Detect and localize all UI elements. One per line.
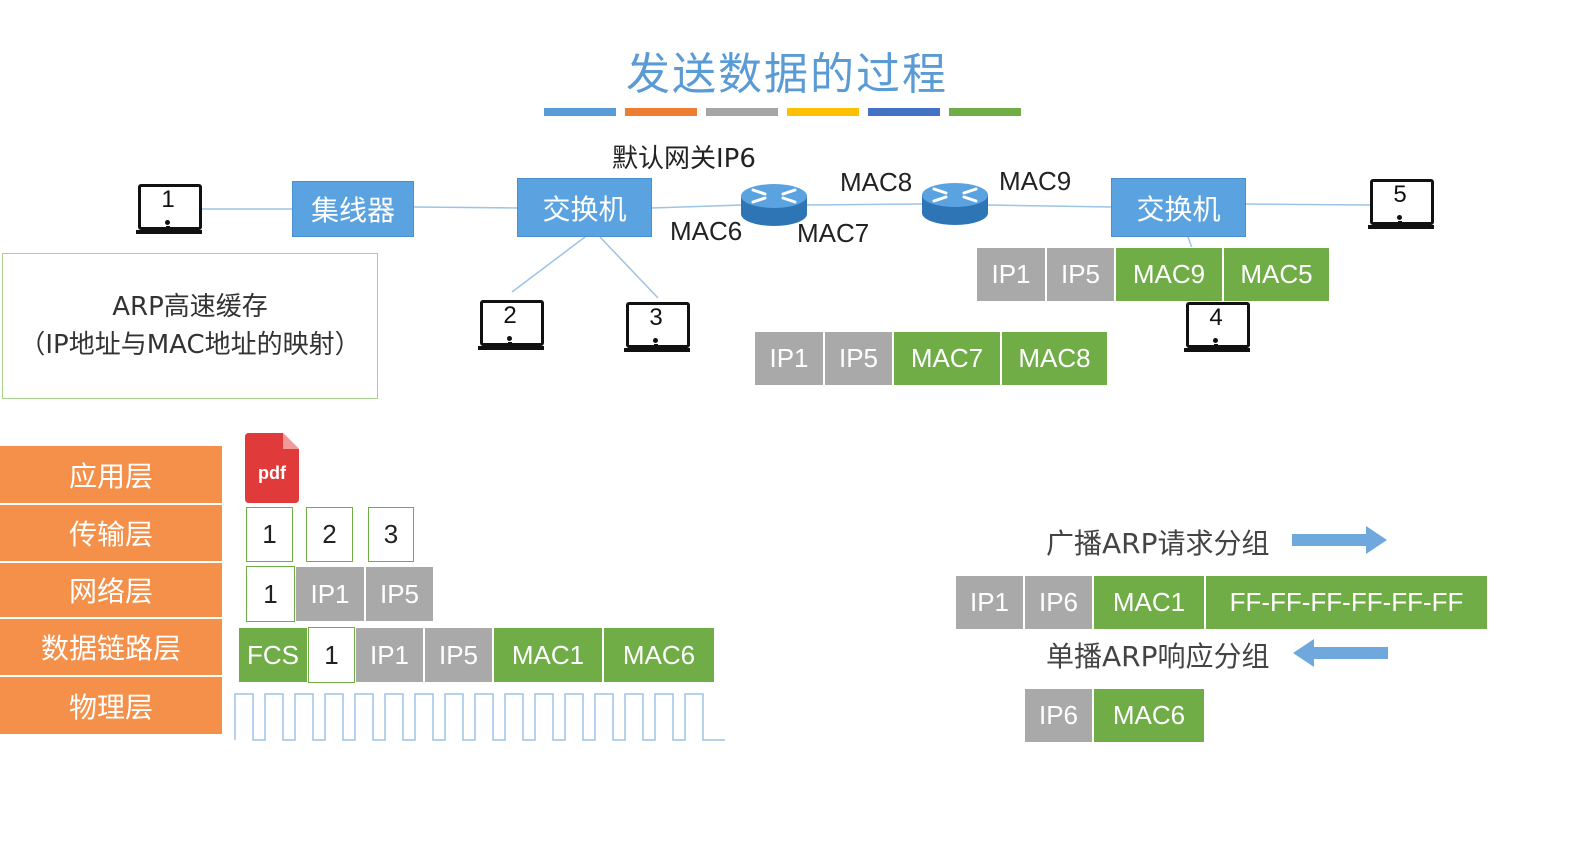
computer-1-label: 1	[161, 186, 175, 213]
segment-3: 3	[368, 507, 414, 562]
arp-request-src-ip: IP1	[955, 575, 1024, 630]
title-underline-stripe	[868, 108, 940, 116]
frame-right-ip1: IP1	[976, 247, 1046, 302]
arp-request-src-mac: MAC1	[1093, 575, 1205, 630]
mac6-label: MAC6	[670, 216, 743, 246]
frame-mid-ip5: IP5	[824, 331, 893, 386]
link-switch-pc4	[1187, 236, 1193, 249]
title-underline-stripe	[787, 108, 859, 116]
computer-4-label: 4	[1209, 304, 1223, 331]
frame-mid-ip1: IP1	[754, 331, 824, 386]
hub: 集线器	[292, 181, 414, 237]
router-icon	[741, 184, 807, 226]
packet-src-ip: IP1	[295, 566, 365, 622]
router-icon	[922, 183, 988, 225]
layer-application: 应用层	[0, 446, 222, 505]
mac7-label: MAC7	[797, 218, 870, 248]
computer-3: 3	[624, 302, 690, 358]
arp-request-label: 广播ARP请求分组	[1046, 527, 1270, 560]
layer-network: 网络层	[0, 563, 222, 619]
frame-mid-mac8: MAC8	[1001, 331, 1108, 386]
arp-reply-label: 单播ARP响应分组	[1046, 640, 1270, 673]
arp-reply-mac: MAC6	[1093, 688, 1205, 743]
gateway-label: 默认网关IP6	[612, 144, 756, 174]
packet-dst-ip: IP5	[365, 566, 434, 622]
link-switch-pc2	[511, 236, 586, 293]
frame-right-mac9: MAC9	[1115, 247, 1223, 302]
arrow-left-icon	[1293, 639, 1388, 667]
page-title: 发送数据的过程	[626, 49, 948, 100]
pdf-file-label: pdf	[258, 463, 286, 483]
computer-1: 1	[136, 184, 202, 240]
layer-transport: 传输层	[0, 505, 222, 563]
segment-1: 1	[246, 507, 293, 562]
switch-right: 交换机	[1111, 178, 1246, 237]
frame-dst-mac: MAC6	[603, 627, 715, 683]
title-underline-stripe	[706, 108, 778, 116]
frame-right-ip5: IP5	[1046, 247, 1115, 302]
computer-3-label: 3	[649, 304, 663, 331]
segment-2: 2	[306, 507, 353, 562]
title-underline-stripe	[544, 108, 616, 116]
frame-dst-ip: IP5	[424, 627, 493, 683]
link-hub-switch	[413, 206, 519, 209]
computer-2: 2	[478, 300, 544, 356]
frame-data: 1	[308, 627, 355, 683]
mac9-label: MAC9	[999, 166, 1072, 196]
physical-signal-waveform	[234, 693, 725, 741]
computer-4: 4	[1184, 302, 1250, 358]
frame-fcs: FCS	[238, 627, 308, 683]
computer-2-label: 2	[503, 302, 517, 329]
mac8-label: MAC8	[840, 167, 913, 197]
arp-request-broadcast-mac: FF-FF-FF-FF-FF-FF	[1205, 575, 1488, 630]
layer-physical: 物理层	[0, 677, 222, 734]
arp-cache-box: ARP高速缓存 （IP地址与MAC地址的映射）	[2, 253, 378, 399]
title-underline-stripe	[949, 108, 1021, 116]
arrow-right-icon	[1292, 526, 1387, 554]
arp-cache-title: ARP高速缓存	[112, 292, 268, 322]
computer-5: 5	[1368, 179, 1434, 235]
switch-left: 交换机	[517, 178, 652, 237]
link-router2-switch	[987, 204, 1113, 208]
frame-src-mac: MAC1	[493, 627, 603, 683]
link-switch-pc5	[1245, 203, 1371, 206]
title-underline-stripe	[625, 108, 697, 116]
frame-src-ip: IP1	[355, 627, 424, 683]
arp-reply-ip: IP6	[1024, 688, 1093, 743]
packet-data: 1	[246, 566, 295, 622]
link-switch-router1	[651, 204, 743, 209]
link-router1-router2	[805, 203, 923, 206]
computer-5-label: 5	[1393, 181, 1407, 208]
arp-cache-subtitle: （IP地址与MAC地址的映射）	[19, 330, 361, 360]
frame-right-mac5: MAC5	[1223, 247, 1330, 302]
layer-data-link: 数据链路层	[0, 619, 222, 677]
arp-request-dst-ip: IP6	[1024, 575, 1093, 630]
frame-mid-mac7: MAC7	[893, 331, 1001, 386]
link-switch-pc3	[599, 236, 659, 299]
pdf-file-icon	[245, 433, 299, 503]
